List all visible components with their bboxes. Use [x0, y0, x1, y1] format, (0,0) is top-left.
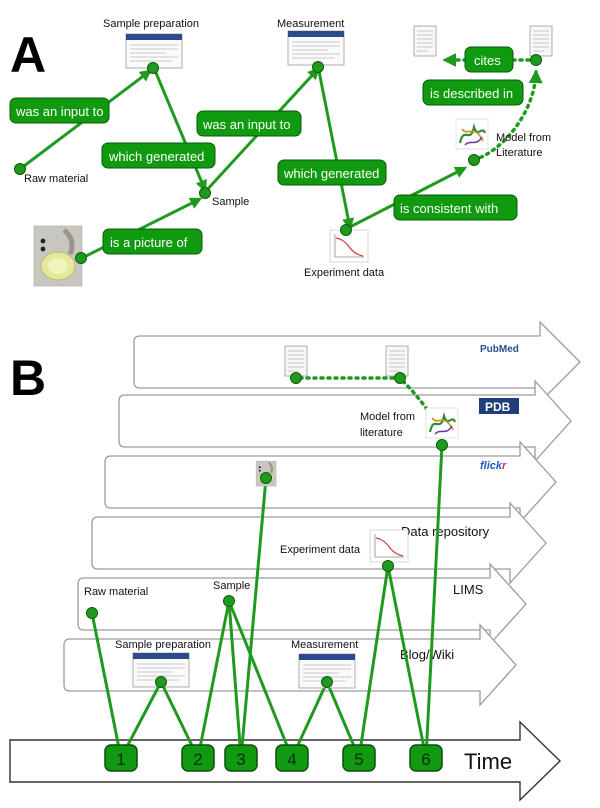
svg-text:flickr: flickr — [480, 460, 507, 472]
lane-flickr — [104, 440, 557, 524]
edge-label-generated2: which generated — [277, 159, 387, 186]
node-dot-paper-right — [530, 54, 542, 66]
lane-blog-wiki — [63, 623, 517, 707]
b-node-dot-raw-material — [86, 607, 98, 619]
edge-line-model-to-paper — [472, 69, 543, 162]
b-node-dot-photo — [260, 472, 272, 484]
b-label-model-line1: Model from — [360, 411, 415, 423]
label-sample-preparation: Sample preparation — [103, 18, 199, 30]
svg-text:5: 5 — [354, 750, 363, 769]
edge-label-picture: is a picture of — [102, 228, 203, 255]
flickr-logo: flickr — [480, 460, 507, 472]
lane-lims — [77, 562, 527, 646]
edge-label-input1: was an input to — [9, 97, 110, 124]
svg-text:PDB: PDB — [485, 400, 511, 414]
svg-text:is described in: is described in — [430, 86, 513, 101]
b-label-experiment-data: Experiment data — [280, 544, 361, 556]
b-node-dot-sample-preparation — [155, 676, 167, 688]
timeline-step-5: 5 — [342, 744, 376, 772]
svg-text:was an input to: was an input to — [15, 104, 103, 119]
link-step-3-photo — [239, 477, 268, 759]
svg-text:4: 4 — [287, 750, 296, 769]
paper-document-icon-left — [413, 25, 437, 57]
edge-label-generated1: which generated — [101, 142, 216, 169]
links-step-1-2 — [90, 612, 200, 763]
b-label-measurement: Measurement — [291, 639, 358, 651]
label-sample: Sample — [212, 196, 249, 208]
b-experiment-data-plot-icon — [369, 529, 409, 563]
svg-text:6: 6 — [421, 750, 430, 769]
svg-text:3: 3 — [236, 750, 245, 769]
node-dot-experiment-data — [340, 224, 352, 236]
b-node-dot-paper-right — [394, 372, 406, 384]
edge-label-consistent: is consistent with — [393, 194, 518, 221]
b-label-sample: Sample — [213, 580, 250, 592]
timeline-step-1: 1 — [104, 744, 138, 772]
b-label-raw-material: Raw material — [84, 586, 148, 598]
b-paper-document-icon-right — [385, 345, 409, 377]
node-dot-raw-material — [14, 163, 26, 175]
links-step-4 — [227, 600, 361, 762]
b-node-dot-experiment-data — [382, 560, 394, 572]
timeline-step-6: 6 — [409, 744, 443, 772]
node-dot-model — [468, 154, 480, 166]
b-protein-structure-icon — [424, 406, 460, 440]
protein-structure-icon — [454, 117, 490, 151]
label-raw-material: Raw material — [24, 173, 88, 185]
paper-document-icon-right — [529, 25, 553, 57]
panel-b-letter: B — [10, 350, 46, 406]
b-label-model-line2: literature — [360, 427, 403, 439]
lane-label-data-repository: Data repository — [401, 524, 490, 539]
timeline-step-2: 2 — [181, 744, 215, 772]
label-experiment-data: Experiment data — [304, 267, 385, 279]
edge-label-input2: was an input to — [196, 110, 302, 137]
b-node-dot-paper-left — [290, 372, 302, 384]
timeline-label: Time — [464, 749, 512, 774]
label-model-line2: Literature — [496, 147, 542, 159]
node-dot-photo — [75, 252, 87, 264]
link-step-6-model — [424, 444, 444, 759]
lane-label-blog-wiki: Blog/Wiki — [400, 647, 454, 662]
b-label-sample-preparation: Sample preparation — [115, 639, 211, 651]
b-node-dot-measurement — [321, 676, 333, 688]
node-dot-sample-preparation — [147, 62, 159, 74]
svg-text:was an input to: was an input to — [202, 117, 290, 132]
b-paper-document-icon-left — [284, 345, 308, 377]
svg-text:is a picture of: is a picture of — [110, 235, 188, 250]
pdb-logo: PDB — [479, 398, 519, 414]
lane-label-lims: LIMS — [453, 582, 484, 597]
svg-text:is consistent with: is consistent with — [400, 201, 498, 216]
edge-label-cites: cites — [464, 46, 514, 73]
edge-label-described: is described in — [422, 79, 524, 106]
timeline-step-3: 3 — [224, 744, 258, 772]
node-dot-sample — [199, 187, 211, 199]
lane-pdb — [118, 379, 572, 463]
svg-text:2: 2 — [193, 750, 202, 769]
measurement-screenshot-icon — [287, 30, 345, 66]
panel-a-letter: A — [10, 27, 46, 83]
b-node-dot-model — [436, 439, 448, 451]
sample-photo-icon — [34, 226, 82, 286]
label-measurement: Measurement — [277, 18, 344, 30]
lane-data-repository — [91, 501, 547, 585]
edge-line-prep-to-sample — [152, 67, 207, 193]
svg-text:which generated: which generated — [108, 149, 204, 164]
svg-text:which generated: which generated — [283, 166, 379, 181]
lane-pubmed — [133, 320, 581, 404]
edge-line-measurement-to-data — [316, 65, 355, 231]
svg-text:1: 1 — [116, 750, 125, 769]
svg-text:cites: cites — [474, 53, 501, 68]
node-dot-measurement — [312, 61, 324, 73]
b-node-dot-sample — [223, 595, 235, 607]
label-model-line1: Model from — [496, 132, 551, 144]
pubmed-logo: PubMed — [480, 344, 519, 355]
timeline-step-4: 4 — [275, 744, 309, 772]
